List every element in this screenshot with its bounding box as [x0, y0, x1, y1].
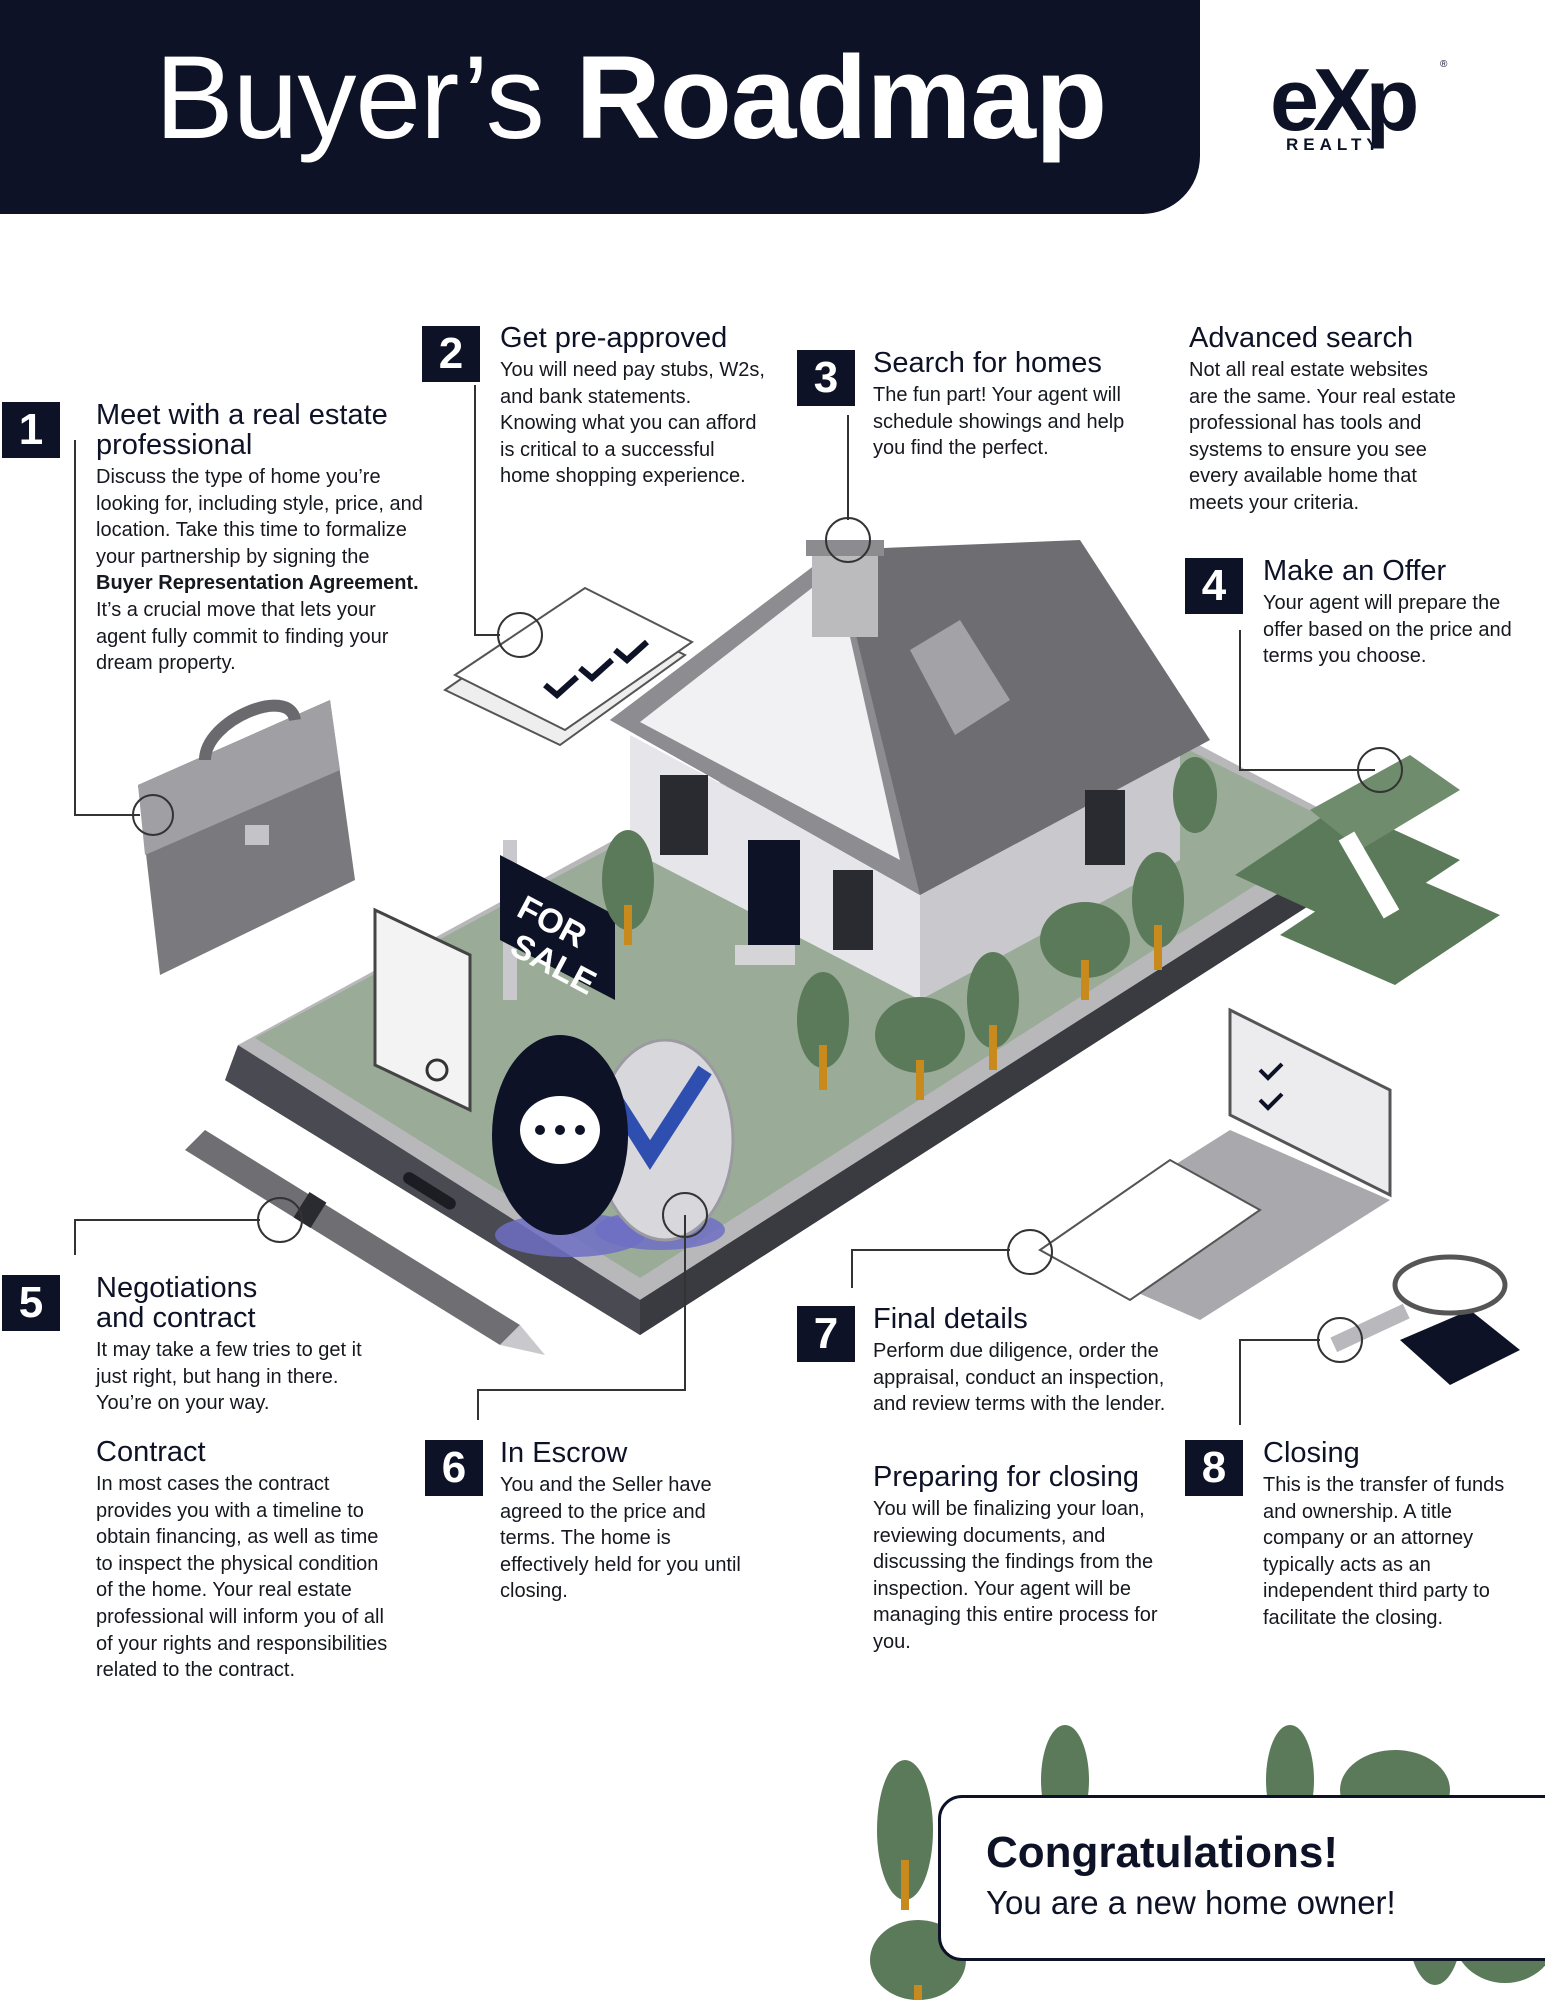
contract-body: In most cases the contract provides you … [96, 1473, 388, 1682]
page-title: Buyer’s Roadmap [155, 38, 1107, 158]
step-5: Negotiations and contract It may take a … [96, 1273, 396, 1417]
step-3-title: Search for homes [873, 347, 1102, 379]
step-7-title: Final details [873, 1303, 1028, 1335]
step-4-title: Make an Offer [1263, 555, 1447, 587]
step-1-body-bold: Buyer Representation Agreement. [96, 572, 419, 595]
preparing-body: You will be finalizing your loan, review… [873, 1498, 1158, 1653]
title-light: Buyer’s [155, 32, 545, 164]
step-6-body: You and the Seller have agreed to the pr… [500, 1474, 741, 1603]
step-8-number: 8 [1185, 1440, 1243, 1496]
step-7-number: 7 [797, 1306, 855, 1362]
step-6: In Escrow You and the Seller have agreed… [500, 1438, 750, 1605]
key-illustration [1330, 1254, 1520, 1385]
step-8-title: Closing [1263, 1437, 1360, 1469]
step-1-title: Meet with a real estate professional [96, 399, 388, 461]
money-illustration [1235, 755, 1500, 985]
laptop-checklist-illustration [1038, 1007, 1392, 1320]
step-2: Get pre-approved You will need pay stubs… [500, 323, 770, 490]
logo-subtitle: REALTY [1286, 135, 1383, 154]
advanced-search-title: Advanced search [1189, 322, 1414, 354]
preparing-for-closing: Preparing for closing You will be finali… [873, 1462, 1173, 1656]
contract-title: Contract [96, 1436, 206, 1468]
step-6-title: In Escrow [500, 1437, 628, 1469]
title-bold: Roadmap [575, 32, 1108, 164]
step-3-number: 3 [797, 350, 855, 406]
documents-illustration [443, 586, 694, 747]
step-1: Meet with a real estate professional Dis… [96, 400, 426, 677]
step-4-number: 4 [1185, 558, 1243, 614]
step-4-body: Your agent will prepare the offer based … [1263, 592, 1512, 668]
step-3: Search for homes The fun part! Your agen… [873, 348, 1158, 462]
chat-and-check-icons [492, 1035, 735, 1257]
preparing-title: Preparing for closing [873, 1461, 1139, 1493]
clipboard-illustration [373, 907, 472, 1113]
connector-lines [74, 385, 1403, 1425]
step-1-body-text: Discuss the type of home you’re looking … [96, 466, 423, 568]
trees-illustration [602, 757, 1217, 1100]
step-7-body: Perform due diligence, order the apprais… [873, 1340, 1166, 1416]
briefcase-illustration [138, 699, 355, 975]
step-8: Closing This is the transfer of funds an… [1263, 1438, 1508, 1632]
step-6-number: 6 [425, 1440, 483, 1496]
advanced-search: Advanced search Not all real estate webs… [1189, 323, 1459, 517]
step-1-body-text-end: It’s a crucial move that lets your agent… [96, 598, 389, 675]
step-3-body: The fun part! Your agent will schedule s… [873, 384, 1125, 460]
step-2-number: 2 [422, 326, 480, 382]
step-5-number: 5 [2, 1275, 60, 1331]
step-5-body: It may take a few tries to get it just r… [96, 1339, 362, 1415]
congrats-title: Congratulations! [986, 1828, 1338, 1877]
exp-realty-logo: eXp ® REALTY [1270, 55, 1450, 165]
step-7: Final details Perform due diligence, ord… [873, 1304, 1173, 1418]
step-4: Make an Offer Your agent will prepare th… [1263, 556, 1528, 670]
logo-mark: eXp [1270, 50, 1419, 149]
house-illustration [610, 540, 1210, 1000]
header-banner: Buyer’s Roadmap [0, 0, 1200, 214]
step-8-body: This is the transfer of funds and owners… [1263, 1474, 1505, 1629]
step-5-title: Negotiations and contract [96, 1272, 258, 1334]
congratulations-box: Congratulations! You are a new home owne… [938, 1795, 1545, 1961]
logo-registered: ® [1440, 59, 1448, 70]
congrats-subtitle: You are a new home owner! [986, 1884, 1396, 1921]
step-2-body: You will need pay stubs, W2s, and bank s… [500, 359, 765, 488]
advanced-search-body: Not all real estate websites are the sam… [1189, 359, 1456, 514]
contract: Contract In most cases the contract prov… [96, 1437, 396, 1684]
step-2-title: Get pre-approved [500, 322, 728, 354]
step-1-body: Discuss the type of home you’re looking … [96, 464, 426, 677]
step-1-number: 1 [2, 402, 60, 458]
